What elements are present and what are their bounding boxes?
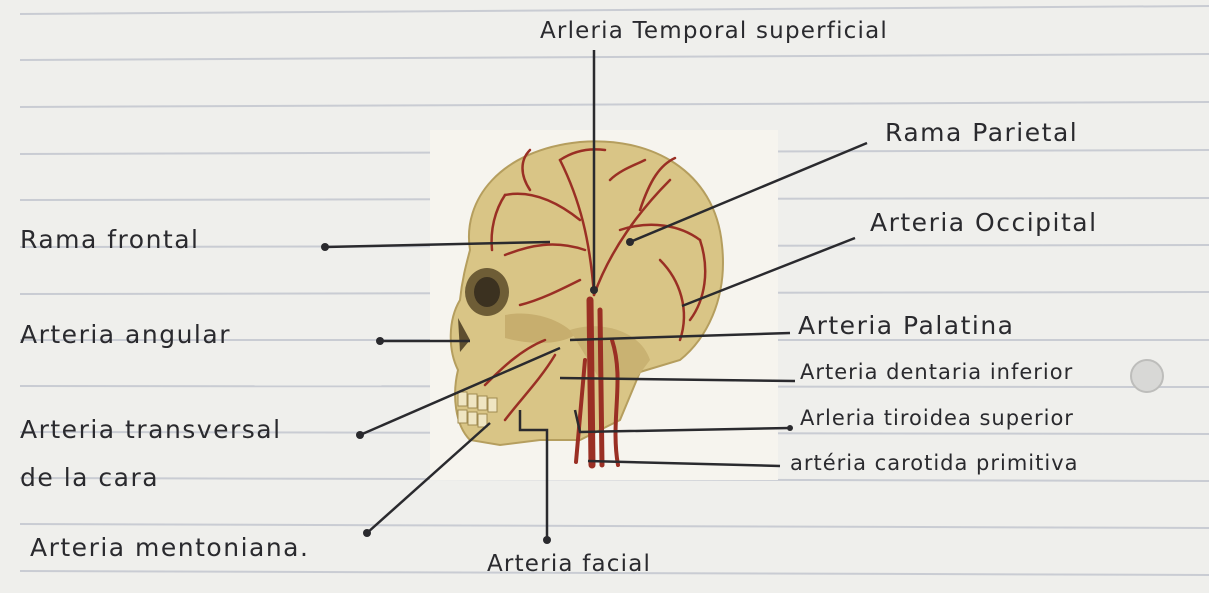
label-arteria-carotida-primitiva: artéria carotida primitiva — [790, 453, 1079, 474]
label-de-la-cara: de la cara — [20, 465, 159, 490]
label-arteria-tiroidea-superior: Arleria tiroidea superior — [800, 408, 1074, 429]
label-arteria-mentoniana: Arteria mentoniana. — [30, 535, 309, 560]
label-temporal-superficial: Arleria Temporal superficial — [540, 20, 888, 43]
ink-blot — [1131, 360, 1163, 392]
label-rama-frontal: Rama frontal — [20, 227, 200, 252]
label-arteria-dentaria-inferior: Arteria dentaria inferior — [800, 362, 1073, 383]
label-arteria-transversal: Arteria transversal — [20, 417, 282, 442]
label-arteria-facial: Arteria facial — [487, 553, 651, 576]
label-arteria-occipital: Arteria Occipital — [870, 210, 1098, 235]
label-rama-parietal: Rama Parietal — [885, 120, 1078, 145]
label-arteria-angular: Arteria angular — [20, 322, 231, 347]
anatomy-image — [430, 130, 778, 480]
label-arteria-palatina: Arteria Palatina — [798, 313, 1015, 338]
